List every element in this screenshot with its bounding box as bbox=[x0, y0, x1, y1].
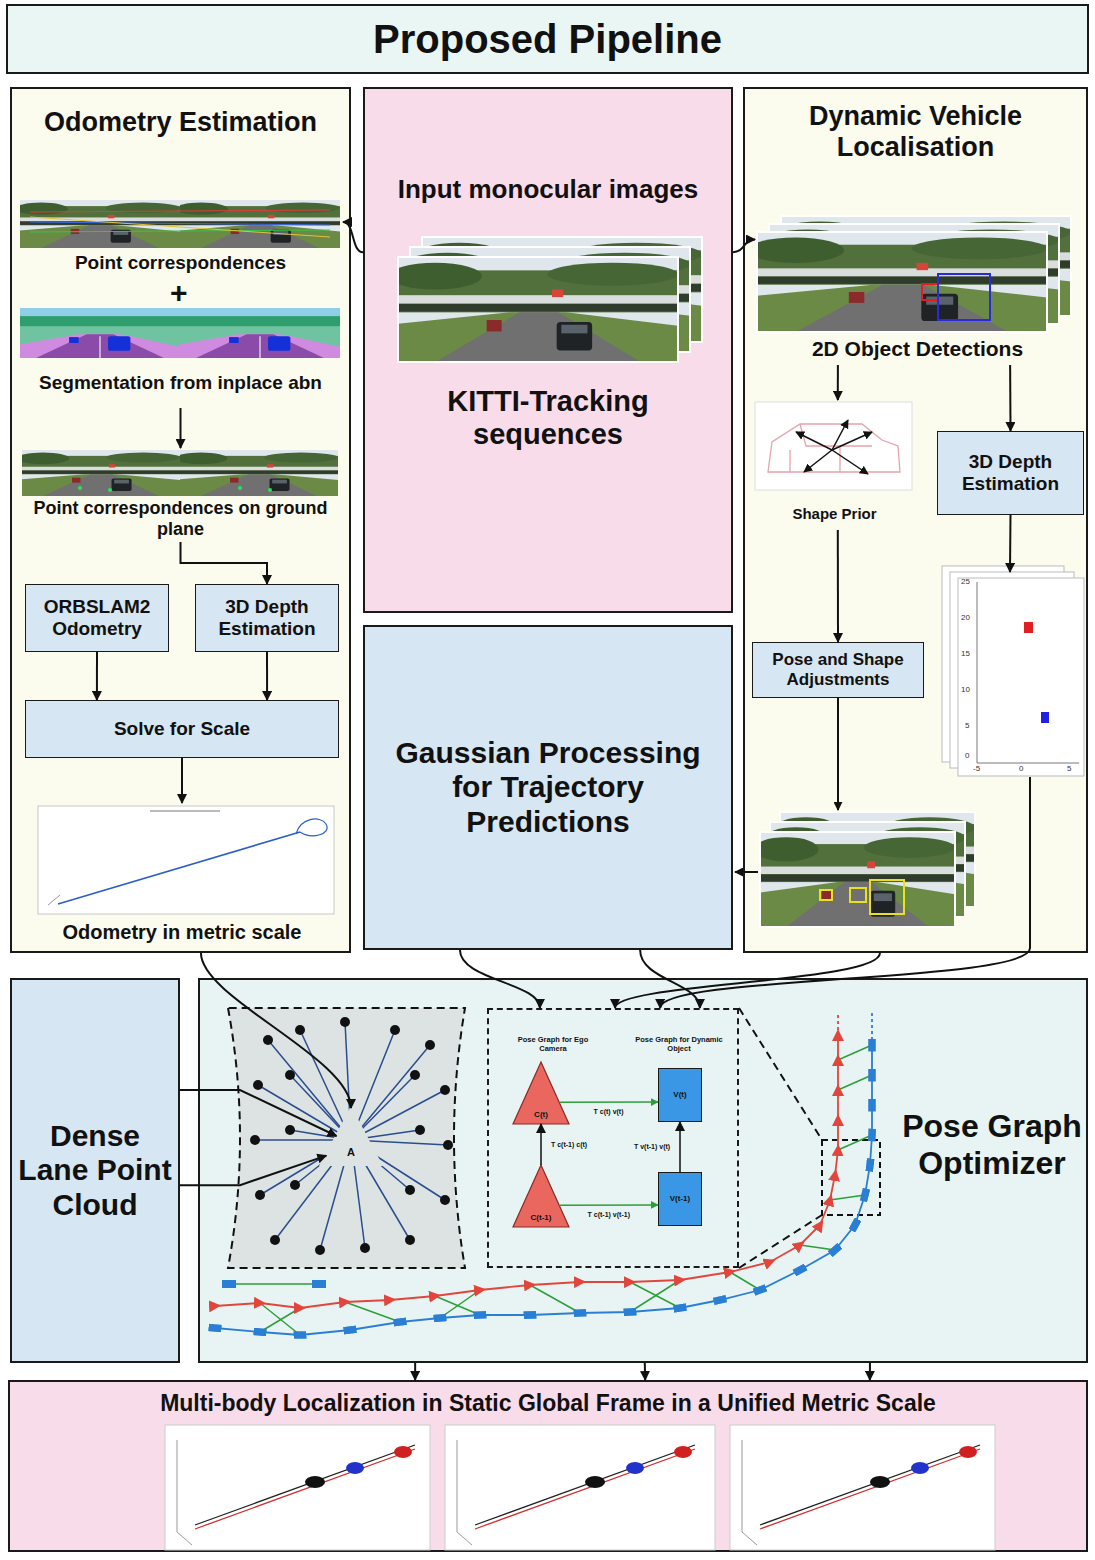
node-text: Point correspondences bbox=[75, 252, 286, 274]
connector bbox=[414, 1363, 416, 1380]
process-box: Gaussian Processing for Trajectory Predi… bbox=[363, 625, 733, 950]
node-text: ORBSLAM2 Odometry bbox=[30, 596, 164, 640]
connector bbox=[644, 1363, 646, 1380]
edge-label: T c(t) v(t) bbox=[593, 1108, 625, 1116]
node-text: Pose Graph for Dynamic Object bbox=[627, 1036, 731, 1053]
input-panel: Input monocular imagesKITTI-Tracking seq… bbox=[363, 87, 733, 613]
tick-label: 20 bbox=[961, 614, 970, 622]
square-node: V(t) bbox=[658, 1068, 702, 1122]
triangle-node: A bbox=[322, 1108, 380, 1164]
tick-label: -5 bbox=[973, 765, 980, 773]
tick-label: 15 bbox=[961, 650, 970, 658]
triangle-node: C(t) bbox=[513, 1062, 569, 1124]
tick-label: 25 bbox=[961, 578, 970, 586]
connector bbox=[869, 1363, 871, 1380]
process-box: Pose and Shape Adjustments bbox=[752, 642, 924, 698]
title-text: Proposed Pipeline bbox=[373, 16, 722, 62]
tick-label: 10 bbox=[961, 686, 970, 694]
node-text: 3D Depth Estimation bbox=[942, 451, 1079, 495]
optimizer-panel: Pose Graph OptimizerA Pose Graph for Ego … bbox=[198, 978, 1088, 1363]
title-box: Proposed Pipeline bbox=[6, 4, 1089, 74]
node-text: V(t) bbox=[673, 1090, 686, 1099]
node-text: V(t-1) bbox=[670, 1194, 690, 1203]
edge-label: T c(t-1) c(t) bbox=[550, 1141, 588, 1149]
edge-label: T v(t-1) v(t) bbox=[633, 1143, 671, 1151]
node-text: Solve for Scale bbox=[114, 718, 250, 740]
section-panel: Dynamic Vehicle Localisation 2D Object De… bbox=[743, 87, 1088, 953]
node-text: Input monocular images bbox=[398, 175, 699, 205]
node-text: C(t-1) bbox=[531, 1213, 552, 1222]
image-panel: Segmentation from inplace abn bbox=[18, 306, 343, 408]
image-panel: Odometry in metric scale bbox=[30, 803, 334, 949]
image-panel: Point correspondences bbox=[18, 198, 343, 278]
triangle-outline bbox=[513, 1062, 569, 1124]
node-text: Shape Prior bbox=[792, 505, 876, 522]
node-text: Dynamic Vehicle Localisation bbox=[753, 101, 1078, 163]
node-text: A bbox=[347, 1146, 355, 1159]
process-box: Dense Lane Point Cloud bbox=[10, 978, 180, 1363]
node-text: Gaussian Processing for Trajectory Predi… bbox=[385, 736, 711, 840]
node-text: Multi-body Localization in Static Global… bbox=[160, 1390, 936, 1416]
square-node: V(t-1) bbox=[658, 1172, 702, 1226]
output-panel: Multi-body Localization in Static Global… bbox=[8, 1380, 1088, 1552]
tick-label: 0 bbox=[1019, 765, 1023, 773]
triangle-outline bbox=[513, 1165, 569, 1227]
node-text: Point correspondences on ground plane bbox=[22, 498, 339, 539]
image-panel: Point correspondences on ground plane bbox=[18, 448, 343, 542]
node-text: Odometry in metric scale bbox=[63, 921, 302, 944]
node-text: C(t) bbox=[534, 1110, 548, 1119]
image-panel: Shape Prior bbox=[752, 400, 917, 530]
plot-panel: 25 20 15 10 5 0 -5 0 5 bbox=[955, 572, 1085, 777]
tick-label: 0 bbox=[965, 752, 969, 760]
node-text: KITTI-Tracking sequences bbox=[413, 385, 683, 452]
node-text: 2D Object Detections bbox=[812, 337, 1023, 361]
process-box: ORBSLAM2 Odometry bbox=[25, 584, 169, 652]
inset-box: Pose Graph for Ego Camera Pose Graph for … bbox=[487, 1008, 739, 1268]
section-panel: Odometry EstimationPoint correspondences… bbox=[10, 87, 351, 953]
triangle-outline bbox=[322, 1108, 380, 1164]
process-box: 3D Depth Estimation bbox=[195, 584, 339, 652]
tick-label: 5 bbox=[965, 722, 969, 730]
tick-label: 5 bbox=[1067, 765, 1071, 773]
node-text: Pose and Shape Adjustments bbox=[757, 650, 919, 689]
image-panel: 2D Object Detections bbox=[755, 212, 1080, 365]
node-text: Segmentation from inplace abn bbox=[39, 372, 322, 394]
process-box: Solve for Scale bbox=[25, 700, 339, 758]
process-box: 3D Depth Estimation bbox=[937, 431, 1084, 515]
node-text: Pose Graph for Ego Camera bbox=[511, 1036, 595, 1053]
edge-label: T c(t-1) v(t-1) bbox=[587, 1211, 631, 1219]
free-label: + bbox=[170, 276, 188, 311]
triangle-node: C(t-1) bbox=[513, 1165, 569, 1227]
node-text: Pose Graph Optimizer bbox=[902, 1108, 1082, 1182]
node-text: Dense Lane Point Cloud bbox=[16, 1119, 174, 1223]
node-text: Odometry Estimation bbox=[44, 107, 317, 138]
node-text: 3D Depth Estimation bbox=[200, 596, 334, 640]
